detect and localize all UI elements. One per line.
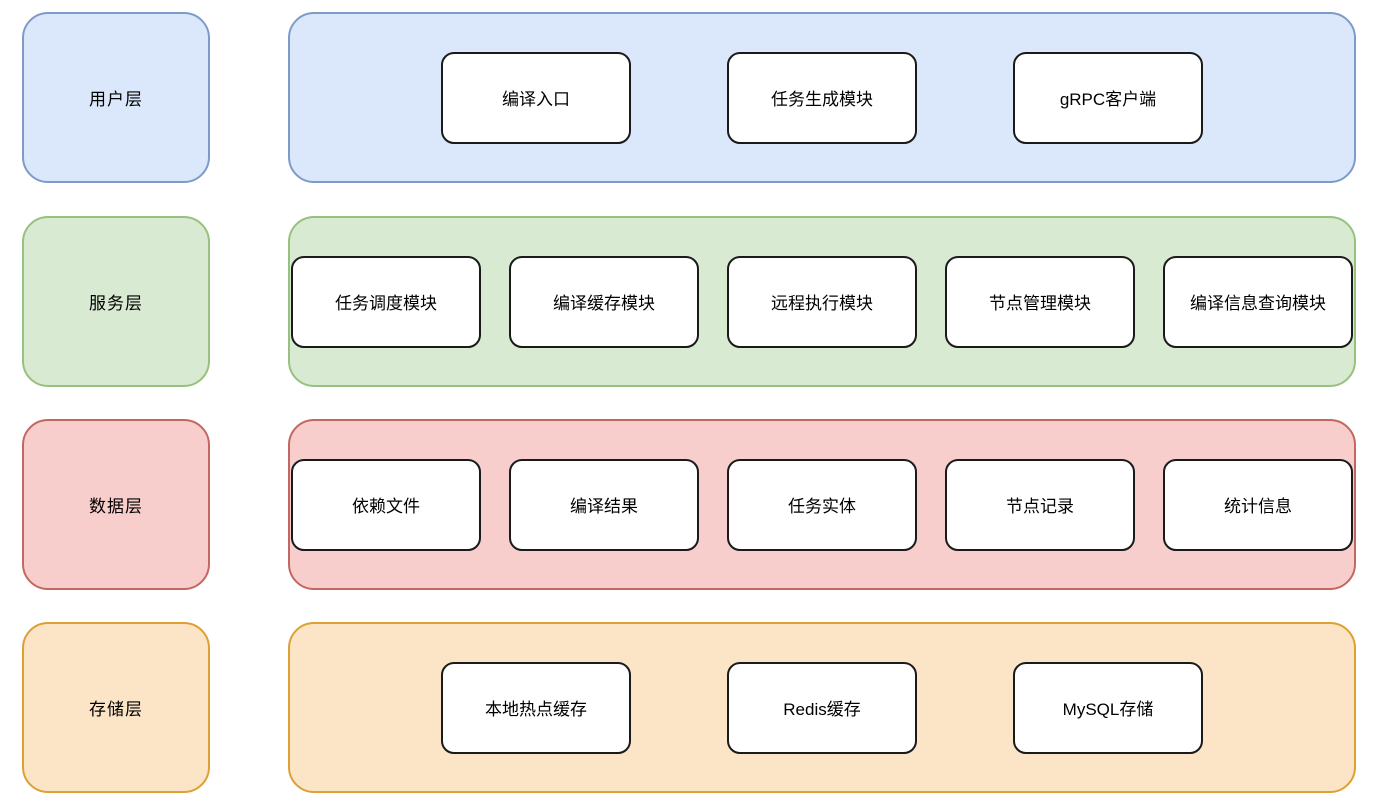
module-statistics-text: 统计信息: [1224, 497, 1292, 516]
module-mysql-storage: MySQL存储: [1013, 661, 1203, 754]
module-node-management-text: 节点管理模块: [989, 294, 1091, 313]
module-grpc-client-text: gRPC客户端: [1059, 90, 1157, 109]
module-task-entity: 任务实体: [727, 458, 917, 551]
layer-container-data: 依赖文件 编译结果 任务实体 节点记录 统计信息: [288, 419, 1356, 590]
module-local-hot-cache-text: 本地热点缓存: [485, 700, 587, 719]
module-redis-cache-text: Redis缓存: [783, 700, 861, 719]
layer-label-service-text: 服务层: [89, 294, 143, 313]
module-local-hot-cache: 本地热点缓存: [441, 661, 631, 754]
module-grpc-client: gRPC客户端: [1013, 51, 1203, 144]
layer-label-service: 服务层: [22, 216, 210, 387]
layer-container-service: 任务调度模块 编译缓存模块 远程执行模块 节点管理模块 编译信息查询模块: [288, 216, 1356, 387]
module-statistics: 统计信息: [1163, 458, 1353, 551]
module-compile-info-query-text: 编译信息查询模块: [1190, 294, 1326, 313]
module-node-management: 节点管理模块: [945, 255, 1135, 348]
module-task-scheduling-text: 任务调度模块: [335, 294, 437, 313]
layer-label-user-text: 用户层: [89, 90, 143, 109]
module-dependency-files: 依赖文件: [291, 458, 481, 551]
module-compile-cache-text: 编译缓存模块: [553, 294, 655, 313]
module-task-generation: 任务生成模块: [727, 51, 917, 144]
module-remote-execution-text: 远程执行模块: [771, 294, 873, 313]
module-compile-cache: 编译缓存模块: [509, 255, 699, 348]
layer-label-data: 数据层: [22, 419, 210, 590]
module-compile-info-query: 编译信息查询模块: [1163, 255, 1353, 348]
module-remote-execution: 远程执行模块: [727, 255, 917, 348]
module-task-generation-text: 任务生成模块: [771, 90, 873, 109]
module-compile-results-text: 编译结果: [570, 497, 638, 516]
layer-container-user: 编译入口 任务生成模块 gRPC客户端: [288, 12, 1356, 183]
module-task-scheduling: 任务调度模块: [291, 255, 481, 348]
module-redis-cache: Redis缓存: [727, 661, 917, 754]
layer-label-storage: 存储层: [22, 622, 210, 793]
module-dependency-files-text: 依赖文件: [352, 497, 420, 516]
module-mysql-storage-text: MySQL存储: [1062, 700, 1154, 719]
layer-label-data-text: 数据层: [89, 497, 143, 516]
module-node-records-text: 节点记录: [1006, 497, 1074, 516]
module-compile-entry-text: 编译入口: [502, 90, 570, 109]
module-compile-results: 编译结果: [509, 458, 699, 551]
layer-label-storage-text: 存储层: [89, 700, 143, 719]
module-compile-entry: 编译入口: [441, 51, 631, 144]
module-node-records: 节点记录: [945, 458, 1135, 551]
layer-label-user: 用户层: [22, 12, 210, 183]
module-task-entity-text: 任务实体: [788, 497, 856, 516]
layer-container-storage: 本地热点缓存 Redis缓存 MySQL存储: [288, 622, 1356, 793]
